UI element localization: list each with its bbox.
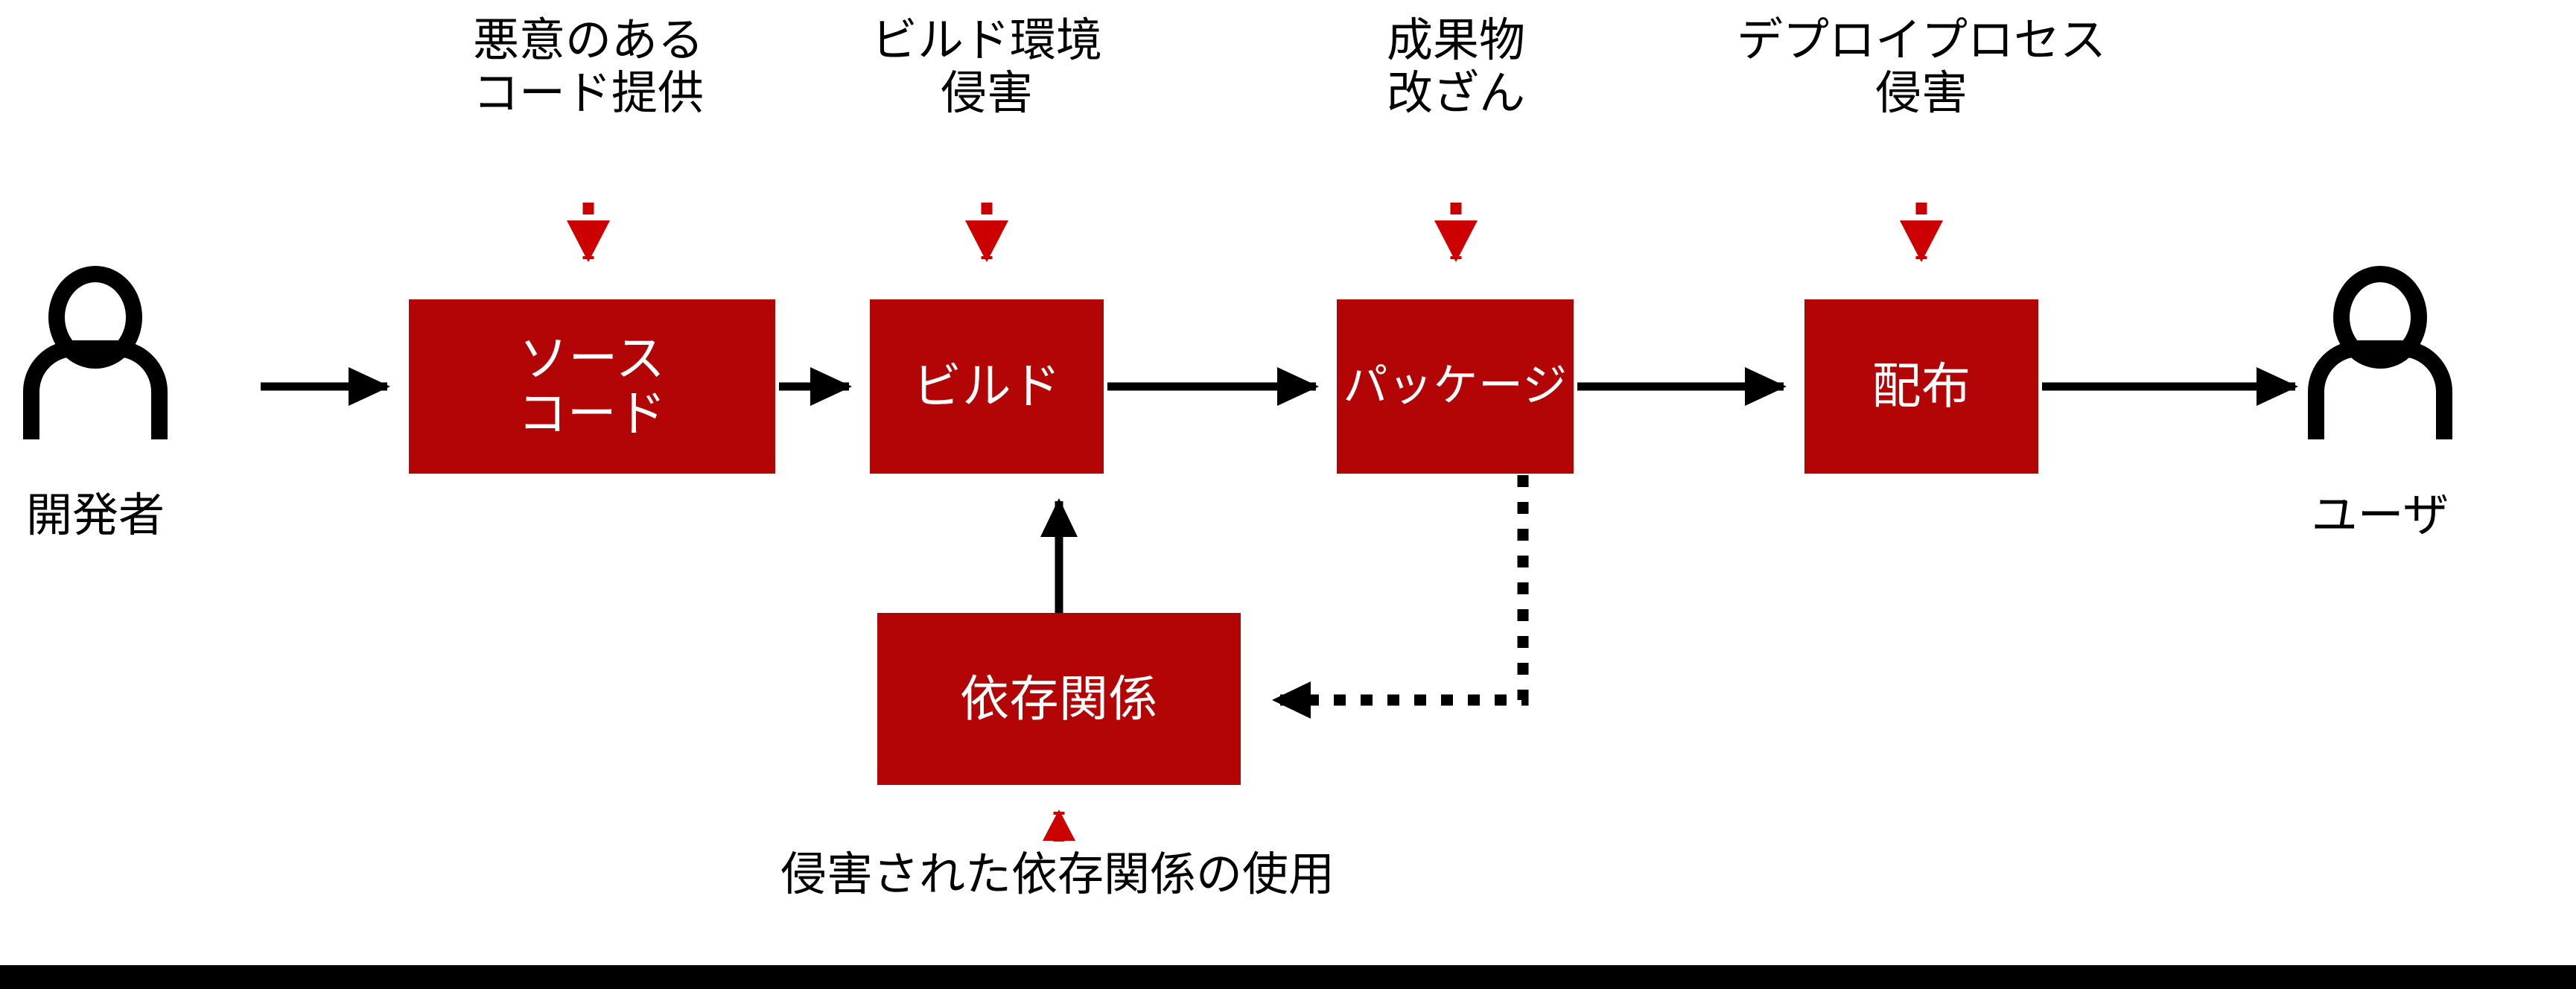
threat-label-deploy-process-compromise: デプロイプロセス 侵害 bbox=[1736, 13, 2106, 121]
node-rect-build bbox=[870, 299, 1104, 474]
person-icon bbox=[23, 266, 168, 439]
node-label-build[interactable]: ビルド bbox=[912, 357, 1061, 416]
person-icon bbox=[2308, 266, 2452, 439]
actor-label-developer: 開発者 bbox=[25, 488, 165, 542]
node-label-package[interactable]: パッケージ bbox=[1343, 360, 1568, 413]
threat-label-malicious-code-injection: 悪意のある コード提供 bbox=[472, 13, 704, 121]
package-to-dependency-dotted-arrow bbox=[1272, 475, 1529, 719]
threat-label-compromised-dependency-use: 侵害された依存関係の使用 bbox=[780, 847, 1335, 901]
node-rect-source-code bbox=[409, 299, 775, 474]
node-rect-distribute bbox=[1804, 299, 2038, 474]
node-label-source-code[interactable]: ソース コード bbox=[518, 330, 667, 442]
bottom-bar bbox=[0, 965, 2576, 989]
threat-label-artifact-tampering: 成果物 改ざん bbox=[1386, 13, 1525, 121]
node-rect-package bbox=[1337, 299, 1574, 474]
node-rect-dependency bbox=[877, 613, 1241, 785]
node-label-distribute[interactable]: 配布 bbox=[1871, 357, 1971, 416]
actor-label-user: ユーザ bbox=[2311, 488, 2449, 542]
threat-label-build-env-compromise: ビルド環境 侵害 bbox=[871, 13, 1102, 121]
node-label-dependency[interactable]: 依存関係 bbox=[960, 670, 1158, 728]
